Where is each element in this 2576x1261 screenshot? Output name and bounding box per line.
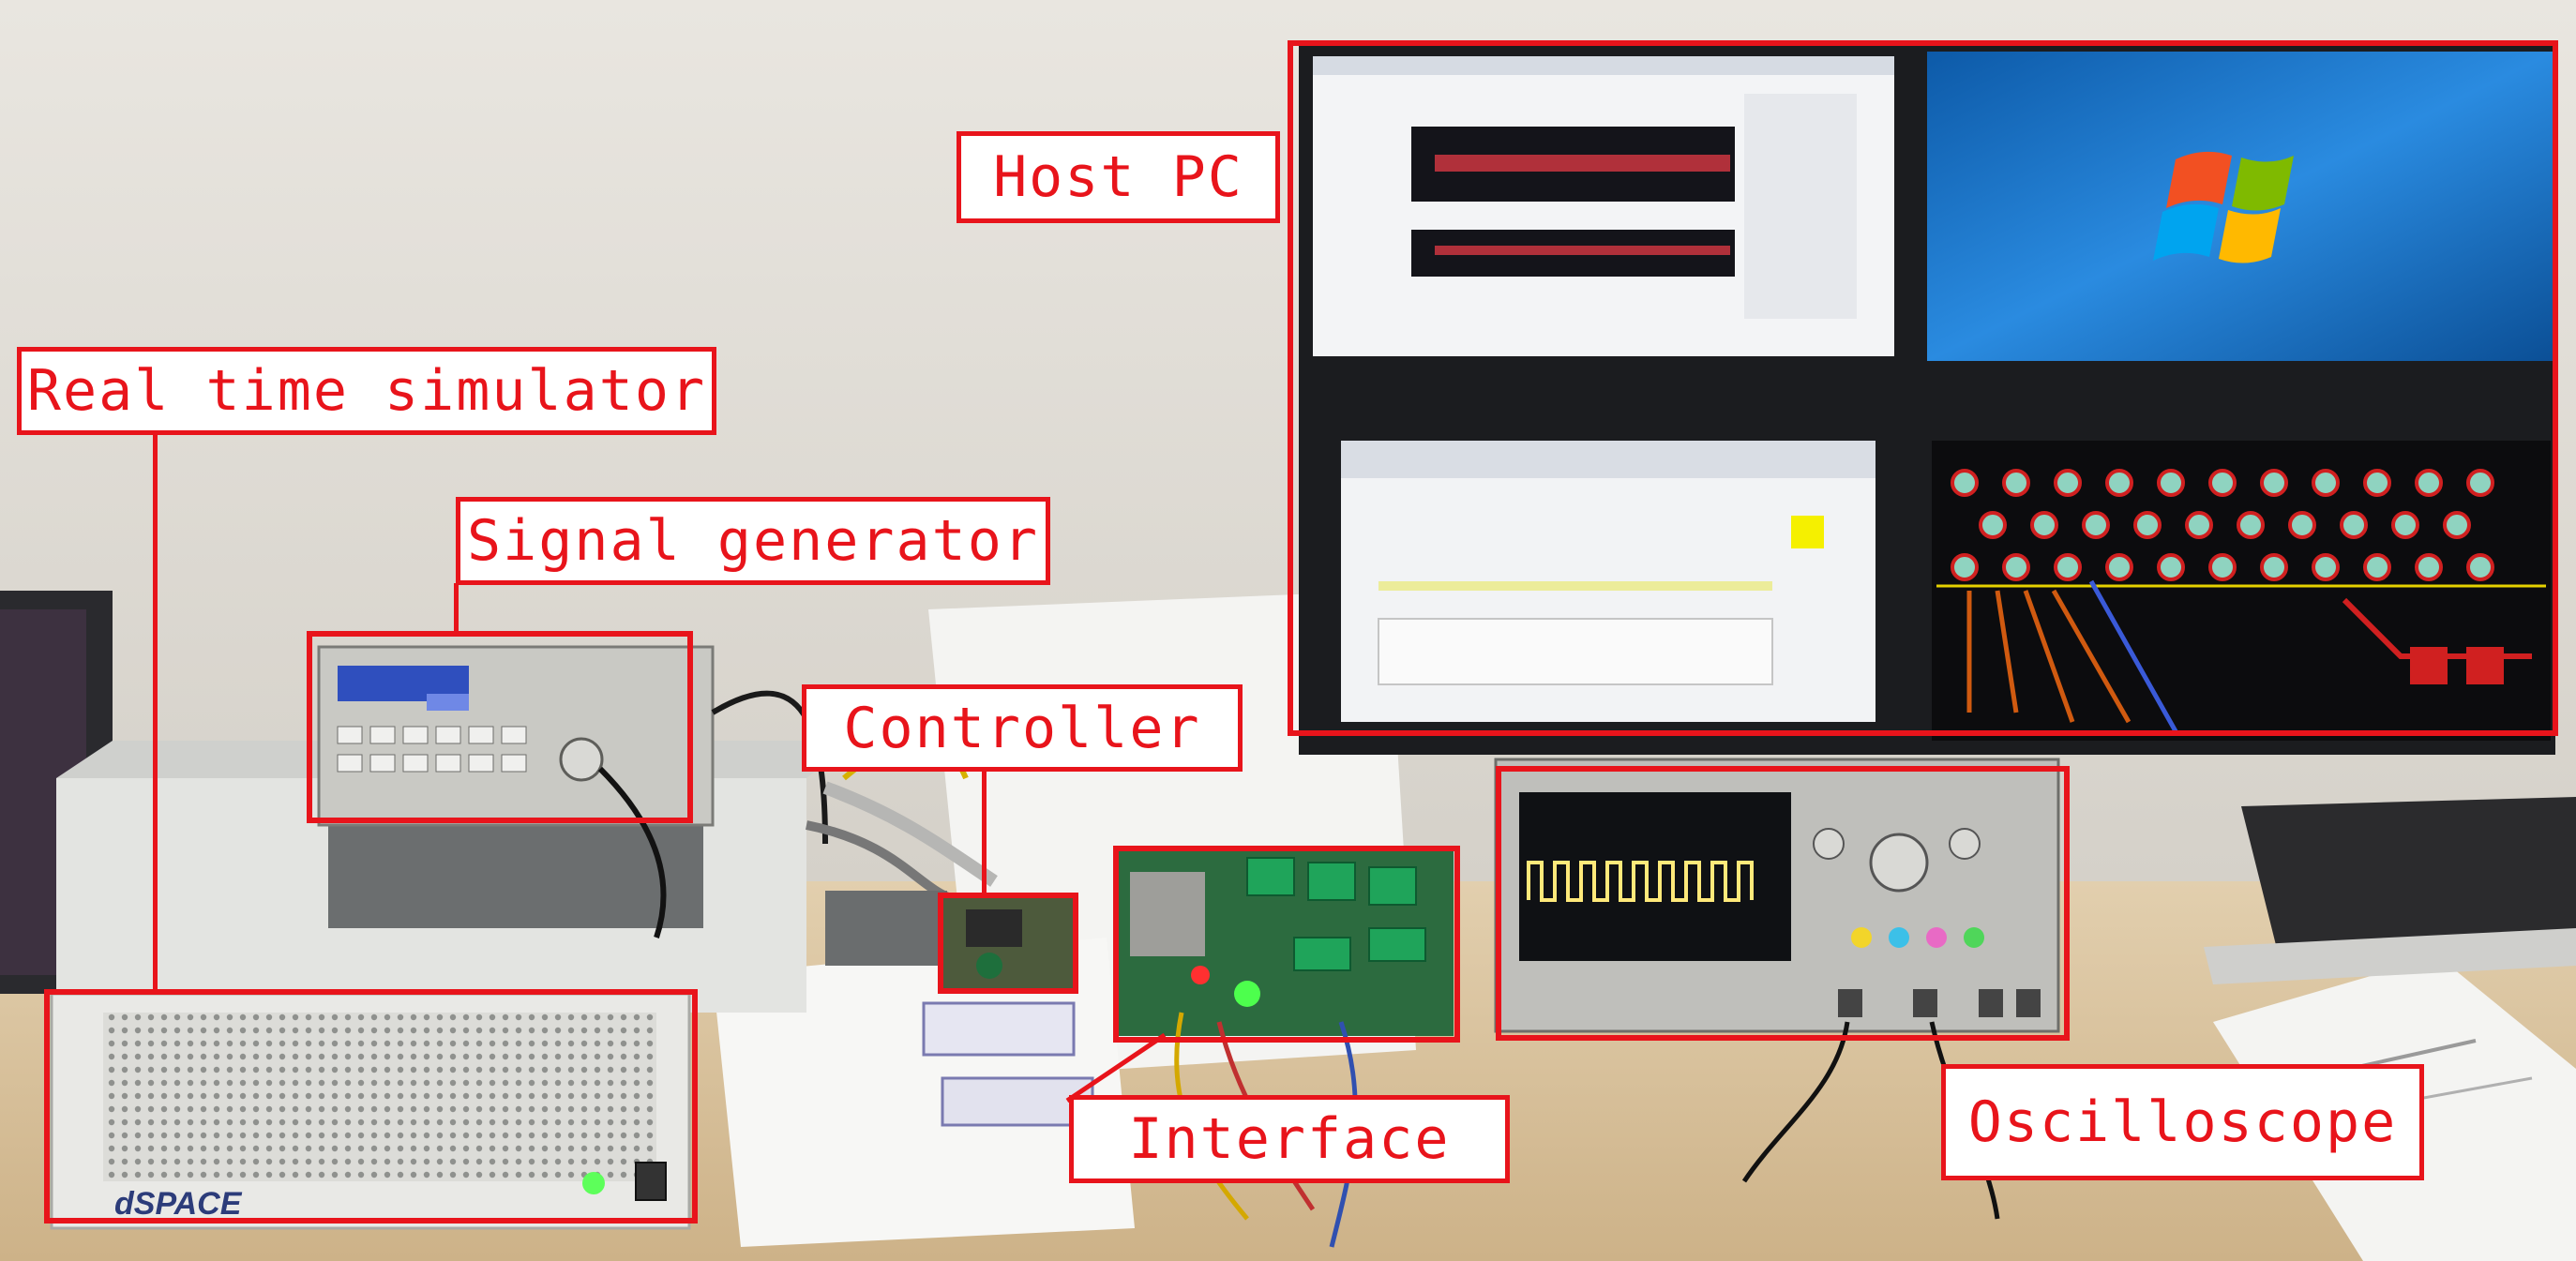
interface-label: Interface <box>1069 1095 1510 1183</box>
interface-leader <box>1065 1032 1167 1103</box>
host-pc-region <box>1288 40 2558 736</box>
signal-generator-label: Signal generator <box>456 497 1050 585</box>
signal-generator-leader <box>454 583 459 634</box>
square-wave-trace <box>1527 861 1754 902</box>
signal-generator-region <box>307 631 693 823</box>
real-time-simulator-region <box>44 989 698 1223</box>
monitor-bottom-right-screen <box>1932 441 2551 741</box>
interface-region <box>1113 846 1460 1043</box>
host-pc-label: Host PC <box>957 131 1280 223</box>
signal-generator-stand <box>328 825 703 928</box>
usb-module <box>922 1001 1076 1057</box>
dspace-logo-text: dSPACE <box>114 1186 243 1222</box>
windows-logo <box>2153 151 2294 263</box>
power-led <box>582 1172 605 1194</box>
controller-label: Controller <box>802 684 1243 772</box>
interface-red-led <box>1191 966 1210 984</box>
gray-connector-box <box>825 891 947 966</box>
power-switch <box>635 1162 667 1201</box>
interface-green-led <box>1234 981 1260 1007</box>
real-time-simulator-leader <box>153 433 158 992</box>
keyboard <box>2241 797 2576 956</box>
oscilloscope-screen <box>1519 792 1791 961</box>
real-time-simulator-label: Real time simulator <box>17 347 716 435</box>
controller-leader <box>982 770 987 895</box>
oscilloscope-region <box>1496 766 2070 1041</box>
oscilloscope-label: Oscilloscope <box>1941 1064 2424 1180</box>
dspace-grille <box>103 1013 656 1181</box>
controller-region <box>938 893 1078 994</box>
